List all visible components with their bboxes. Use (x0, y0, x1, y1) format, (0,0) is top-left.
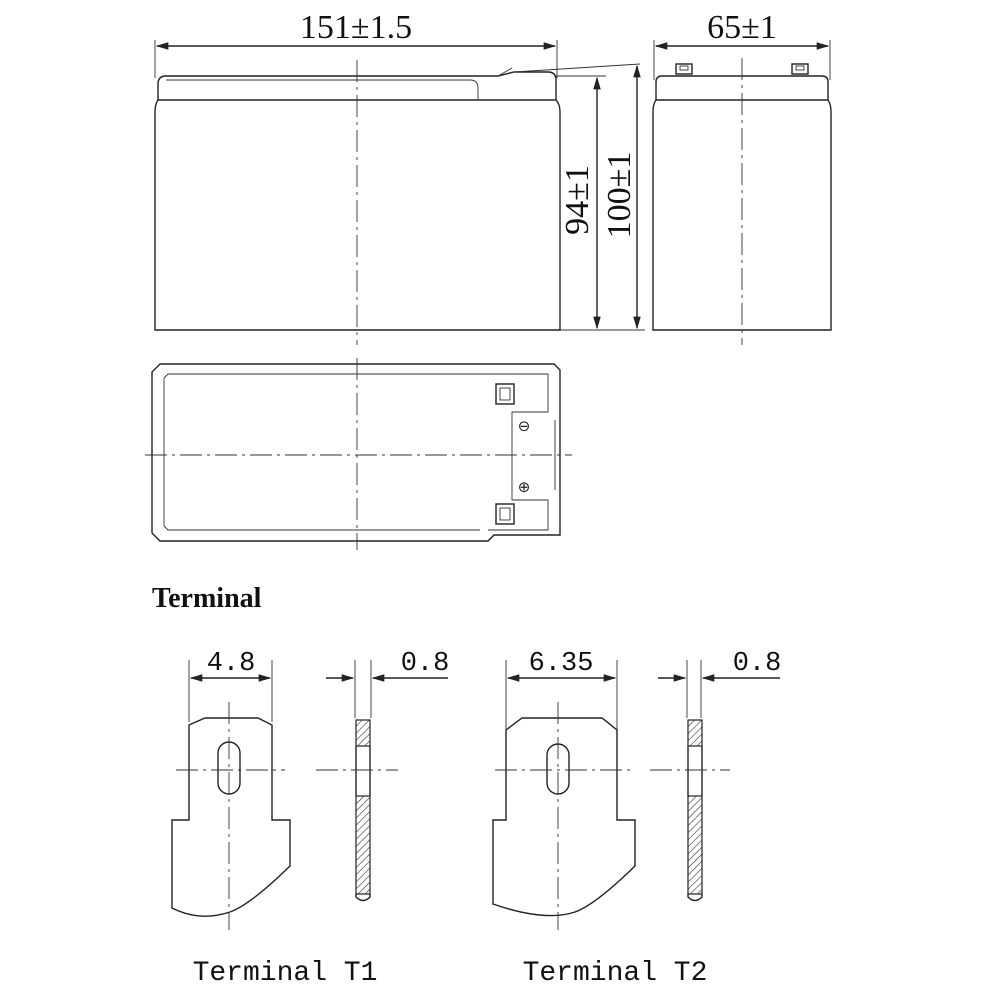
top-view-outline (151, 363, 561, 542)
terminal-t2-front: 6.35 (492, 649, 636, 930)
length-dimension-label: 151±1.5 (300, 9, 412, 46)
terminal-t1-caption: Terminal T1 (193, 958, 378, 989)
terminal-negative-top (495, 383, 515, 405)
side-view: 65±1 (652, 9, 832, 345)
t2-thickness-label: 0.8 (733, 649, 782, 679)
t2-blade-outline (492, 717, 636, 917)
top-view: ⊖ ⊕ (145, 358, 572, 550)
terminal-t1-section: 0.8 (316, 649, 450, 902)
negative-polarity-symbol: ⊖ (518, 417, 531, 435)
t1-hatched-section (355, 795, 371, 895)
t1-blade-outline (171, 717, 291, 917)
t1-width-label: 4.8 (207, 649, 256, 679)
terminal-t2-section: 0.8 (650, 649, 782, 902)
terminal-t1-front: 4.8 (171, 649, 291, 930)
t1-thickness-label: 0.8 (401, 649, 450, 679)
lid-outline (157, 71, 557, 100)
terminal-side-right (791, 63, 809, 75)
terminal-t2-caption: Terminal T2 (523, 958, 708, 989)
terminal-positive-top (495, 503, 515, 525)
total-height-label: 100±1 (601, 152, 638, 239)
t2-width-label: 6.35 (529, 649, 594, 679)
positive-polarity-symbol: ⊕ (518, 478, 531, 496)
t2-hatched-section (687, 795, 703, 895)
terminal-heading: Terminal (152, 583, 262, 614)
front-view: 151±1.5 94±1 100±1 (154, 9, 645, 345)
terminal-side-left (675, 63, 693, 75)
case-body (154, 99, 561, 331)
case-height-label: 94±1 (559, 165, 596, 235)
width-dimension-label: 65±1 (707, 9, 777, 46)
